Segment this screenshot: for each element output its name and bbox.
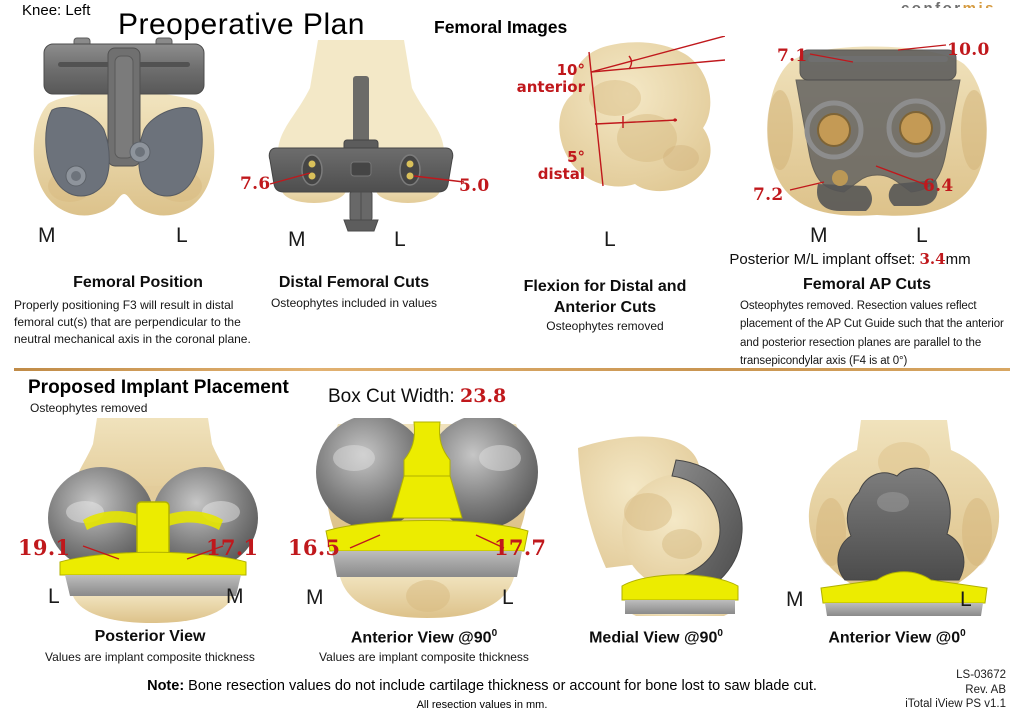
femoral-position-image	[33, 37, 215, 216]
footer-note-sub: All resection values in mm.	[416, 699, 548, 711]
flexion-image	[559, 36, 725, 192]
box-cut-value: 23.8	[460, 385, 507, 407]
anterior0-medial-label: M	[786, 588, 804, 611]
anterior90-medial-label: M	[306, 586, 324, 609]
panel3-caption-line2: Anterior Cuts	[553, 299, 657, 316]
offset-value: 3.4	[919, 250, 946, 268]
offset-label: Posterior M/L implant offset:	[729, 251, 916, 268]
panel1-description: Properly positioning F3 will result in d…	[14, 298, 251, 346]
panel2-caption: Distal Femoral Cuts	[278, 274, 430, 291]
software-version: iTotal iView PS v1.1	[905, 698, 1006, 710]
panel2-lateral-label: L	[394, 228, 406, 251]
medial90-caption: Medial View @900	[546, 628, 766, 647]
anterior0-caption-text: Anterior View @0	[828, 629, 961, 647]
document-number: LS-03672	[956, 669, 1006, 681]
anterior90-value-left: 16.5	[288, 535, 341, 560]
posterior-view-value-left: 19.1	[18, 535, 71, 560]
medial90-caption-sup: 0	[717, 628, 723, 639]
panel3-anterior-angle: 10° anterior	[497, 62, 585, 96]
panel1-caption: Femoral Position	[73, 274, 203, 291]
posterior-view-lateral-label: L	[48, 585, 60, 608]
footer-note-text: Bone resection values do not include car…	[184, 678, 817, 694]
implant-placement-heading: Proposed Implant Placement	[28, 377, 289, 398]
panel4-lateral-label: L	[916, 224, 928, 247]
anterior0-caption-sup: 0	[960, 628, 966, 639]
offset-unit: mm	[945, 251, 971, 268]
panel3-distal-angle: 5° distal	[497, 149, 585, 183]
logo-accent-text: mis	[963, 0, 996, 8]
anterior-view-0-image	[808, 420, 1000, 616]
panel4-value-top-lateral: 10.0	[947, 40, 990, 60]
posterior-view-subcaption: Values are implant composite thickness	[45, 650, 255, 664]
panel3-caption-line1: Flexion for Distal and	[523, 278, 687, 295]
femoral-ap-cuts-image	[767, 44, 987, 216]
anterior0-lateral-label: L	[960, 588, 972, 611]
panel2-medial-label: M	[288, 228, 306, 251]
panel3-subcaption: Osteophytes removed	[546, 319, 664, 333]
panel3-caption: Flexion for Distal and Anterior Cuts	[505, 276, 705, 318]
anterior90-subcaption: Values are implant composite thickness	[319, 650, 529, 664]
page-title: Preoperative Plan	[118, 8, 365, 41]
posterior-view-caption: Posterior View	[94, 628, 206, 645]
anterior90-caption-sup: 0	[491, 628, 498, 639]
panel4-value-top-medial: 7.1	[777, 46, 808, 66]
panel2-value-lateral: 5.0	[459, 176, 490, 196]
footer-note: Note: Bone resection values do not inclu…	[0, 678, 964, 694]
anterior90-lateral-label: L	[502, 586, 514, 609]
posterior-view-medial-label: M	[226, 585, 244, 608]
anterior0-caption: Anterior View @00	[787, 628, 1007, 647]
footer-note-label: Note:	[147, 678, 185, 694]
panel3-distal-angle-word: distal	[537, 165, 585, 183]
anterior90-caption-text: Anterior View @90	[350, 629, 492, 647]
panel4-caption: Femoral AP Cuts	[802, 276, 932, 293]
panel2-subcaption: Osteophytes included in values	[270, 296, 438, 310]
panel4-value-bottom-medial: 7.2	[753, 185, 784, 205]
medial90-caption-text: Medial View @90	[589, 629, 718, 647]
distal-femoral-cuts-image	[268, 40, 465, 232]
posterior-view-image	[48, 418, 258, 623]
panel4-description: Osteophytes removed. Resection values re…	[740, 300, 1004, 368]
panel1-medial-label: M	[38, 224, 56, 247]
posterior-view-value-right: 17.1	[206, 535, 259, 560]
medial-view-90-image	[578, 436, 743, 616]
panel4-value-bottom-lateral: 6.4	[923, 176, 954, 196]
panel3-distal-angle-value: 5°	[567, 148, 585, 166]
document-revision: Rev. AB	[965, 683, 1006, 696]
anterior90-caption: Anterior View @900	[314, 628, 534, 647]
document-info-block: LS-03672 Rev. AB iTotal iView PS v1.1	[905, 668, 1006, 712]
logo-gray-text: confor	[901, 0, 963, 8]
posterior-offset-line: Posterior M/L implant offset: 3.4mm	[710, 250, 990, 268]
panel4-medial-label: M	[810, 224, 828, 247]
conformis-logo: conformis	[866, 0, 996, 8]
panel3-anterior-angle-value: 10°	[556, 61, 585, 79]
panel3-anterior-angle-word: anterior	[516, 78, 585, 96]
section-divider	[14, 368, 1010, 371]
panel3-lateral-label: L	[604, 228, 616, 251]
panel1-lateral-label: L	[176, 224, 188, 247]
femoral-images-heading: Femoral Images	[434, 17, 568, 37]
panel2-value-medial: 7.6	[240, 174, 271, 194]
box-cut-width-line: Box Cut Width: 23.8	[328, 385, 506, 408]
box-cut-label: Box Cut Width:	[328, 386, 455, 407]
knee-side-label: Knee: Left	[22, 2, 91, 19]
implant-placement-subtitle: Osteophytes removed	[30, 401, 148, 415]
anterior90-value-right: 17.7	[494, 535, 547, 560]
anterior-view-90-image	[316, 418, 538, 618]
